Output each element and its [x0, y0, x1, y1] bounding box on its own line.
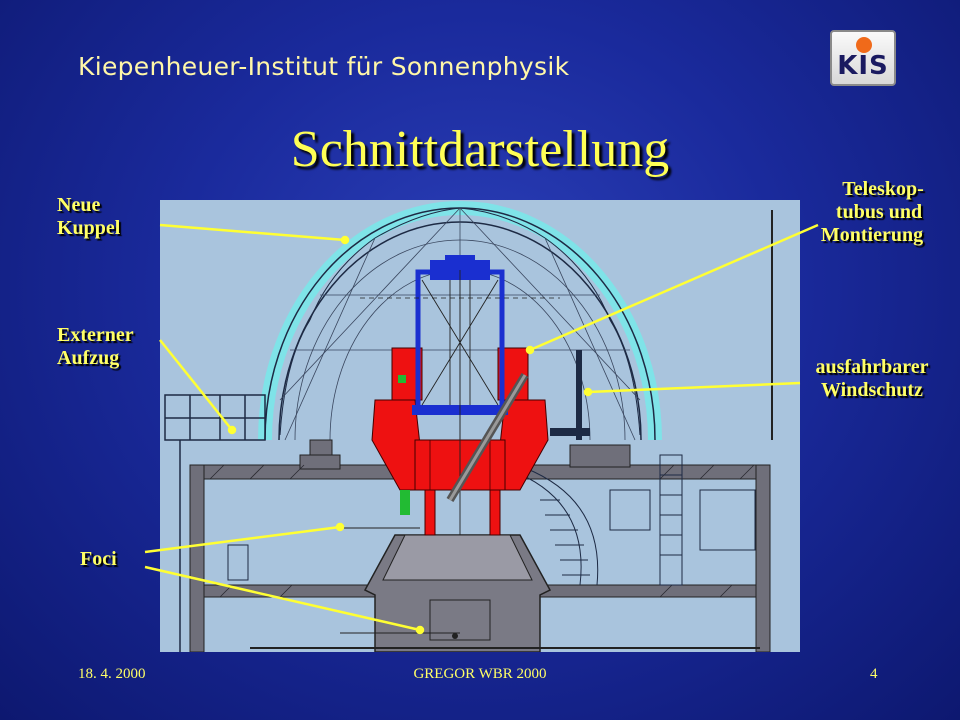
label-line: Foci — [80, 548, 117, 570]
label-line: Kuppel — [57, 217, 121, 239]
label-line: tubus und — [835, 201, 923, 223]
label-line: Montierung — [820, 224, 924, 246]
label-line: Teleskop- — [842, 178, 924, 200]
label-line: Windschutz — [821, 379, 923, 401]
label-line: ausfahrbarer — [815, 356, 929, 378]
slide-title: Schnittdarstellung — [290, 121, 670, 178]
label-foci: Foci — [80, 548, 117, 571]
label-windschutz: ausfahrbarer Windschutz — [806, 356, 938, 402]
label-externer-aufzug: Externer Aufzug — [57, 324, 134, 370]
cross-section-drawing — [160, 200, 800, 653]
label-line: Aufzug — [57, 347, 120, 369]
kis-logo: KIS — [830, 30, 896, 86]
label-line: Externer — [57, 324, 134, 346]
sun-icon — [856, 37, 872, 53]
cross-section-svg — [164, 201, 773, 653]
logo-text: KIS — [837, 51, 889, 81]
label-teleskoptubus: Teleskop- tubus und Montierung — [806, 178, 938, 247]
footer-date: 18. 4. 2000 — [78, 666, 146, 682]
footer-event: GREGOR WBR 2000 — [413, 666, 547, 682]
institute-name: Kiepenheuer-Institut für Sonnenphysik — [78, 52, 570, 81]
footer-page-number: 4 — [870, 666, 878, 682]
label-line: Neue — [57, 194, 101, 216]
label-neue-kuppel: Neue Kuppel — [57, 194, 120, 240]
